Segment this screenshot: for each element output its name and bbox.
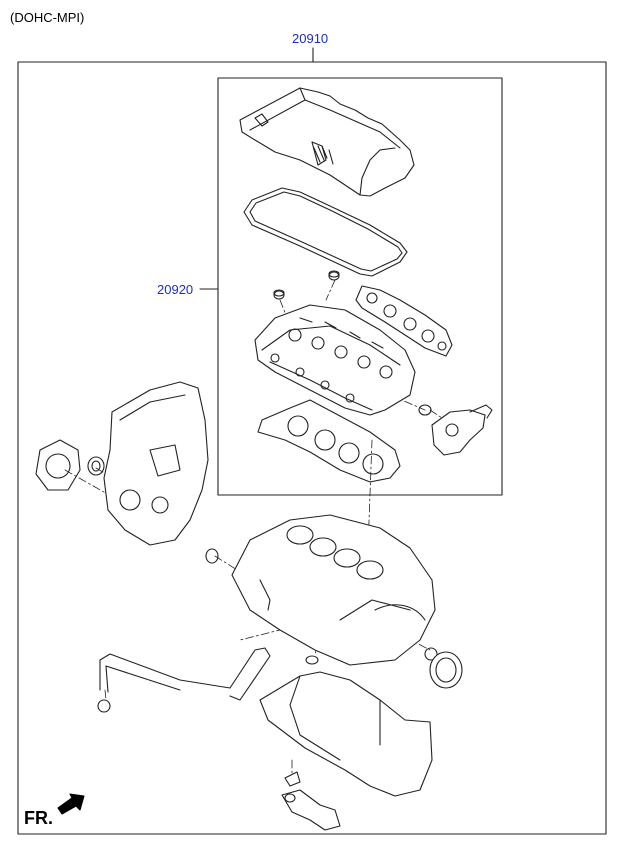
- oil-pan[interactable]: [259, 671, 433, 797]
- front-marker-label: FR.: [24, 808, 53, 828]
- thermostat-housing[interactable]: [418, 404, 493, 456]
- exhaust-manifold-gasket[interactable]: [355, 285, 453, 357]
- valve-stem-seals[interactable]: [273, 270, 340, 300]
- callout-20910[interactable]: 20910: [292, 31, 329, 46]
- cylinder-head[interactable]: [254, 304, 416, 416]
- front-cover-gasket[interactable]: [35, 439, 81, 491]
- cylinder-block[interactable]: [231, 514, 436, 666]
- head-cover-gasket[interactable]: [243, 187, 408, 277]
- cylinder-head-cover[interactable]: [239, 87, 415, 197]
- rear-oil-seal[interactable]: [429, 651, 463, 689]
- oil-strainer[interactable]: [281, 789, 341, 831]
- inner-kit-frame: [217, 77, 503, 496]
- o-rings[interactable]: [205, 548, 438, 665]
- kit-frames: [17, 47, 607, 835]
- engine-type-label: (DOHC-MPI): [10, 10, 85, 25]
- cylinder-head-gasket[interactable]: [257, 399, 401, 483]
- outer-kit-frame: [17, 61, 607, 835]
- front-arrow-icon: [57, 793, 85, 815]
- callout-20920[interactable]: 20920: [157, 282, 194, 297]
- oil-level-gauge-tube[interactable]: [97, 647, 271, 713]
- front-oil-seal[interactable]: [87, 456, 105, 476]
- timing-chain-cover[interactable]: [103, 381, 209, 546]
